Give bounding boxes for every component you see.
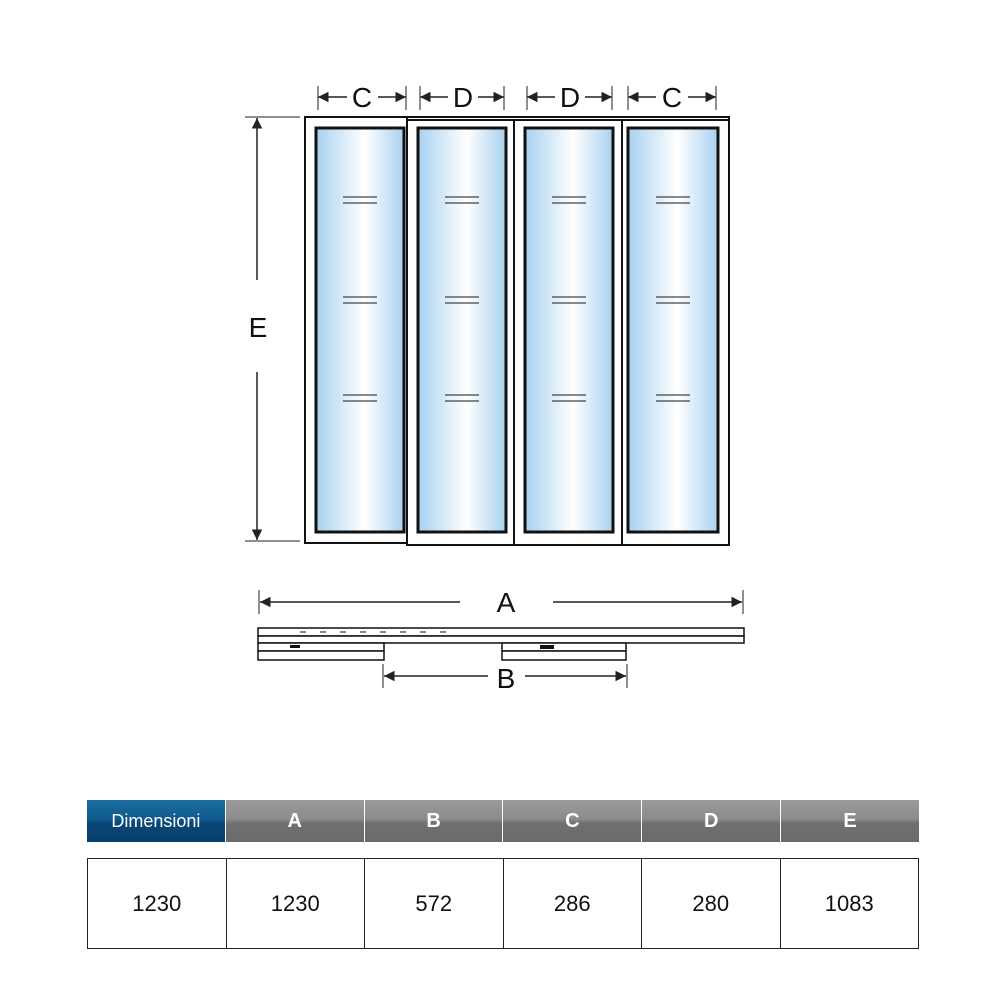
dim-label-a: A xyxy=(497,587,516,618)
dim-label-e: E xyxy=(249,312,268,343)
header-d: D xyxy=(641,800,781,842)
header-a: A xyxy=(224,800,364,842)
panel-fixed-right-glass xyxy=(626,126,720,534)
header-c: C xyxy=(502,800,642,842)
dim-label-d-left: D xyxy=(453,82,473,113)
table-value-row: 1230 1230 572 286 280 1083 xyxy=(87,858,919,949)
table-header-row: Dimensioni A B C D E xyxy=(87,800,919,842)
door-panels xyxy=(304,116,730,546)
value-b: 572 xyxy=(364,859,503,948)
height-dimension: E xyxy=(245,116,300,542)
panel-fixed-left-glass xyxy=(314,126,406,534)
panel-sliding-right-glass xyxy=(523,126,615,534)
value-a: 1230 xyxy=(225,859,365,948)
dim-label-c-right: C xyxy=(662,82,682,113)
track-top-view xyxy=(257,627,745,661)
header-e: E xyxy=(780,800,919,842)
overlap-dimension: B xyxy=(382,663,628,694)
panel-sliding-left-glass xyxy=(416,126,508,534)
header-dimensioni: Dimensioni xyxy=(87,800,225,842)
value-e: 1083 xyxy=(779,859,919,948)
value-dimensioni: 1230 xyxy=(132,890,182,916)
dim-label-b: B xyxy=(497,663,516,694)
dim-label-c-left: C xyxy=(352,82,372,113)
header-b: B xyxy=(363,800,503,842)
top-dimensions: C D D C xyxy=(317,82,717,113)
width-dimension: A xyxy=(258,587,744,618)
value-d: 280 xyxy=(641,859,780,948)
value-c: 286 xyxy=(502,859,642,948)
dim-label-d-right: D xyxy=(560,82,580,113)
shower-door-diagram: C D D C E A B xyxy=(245,82,745,694)
